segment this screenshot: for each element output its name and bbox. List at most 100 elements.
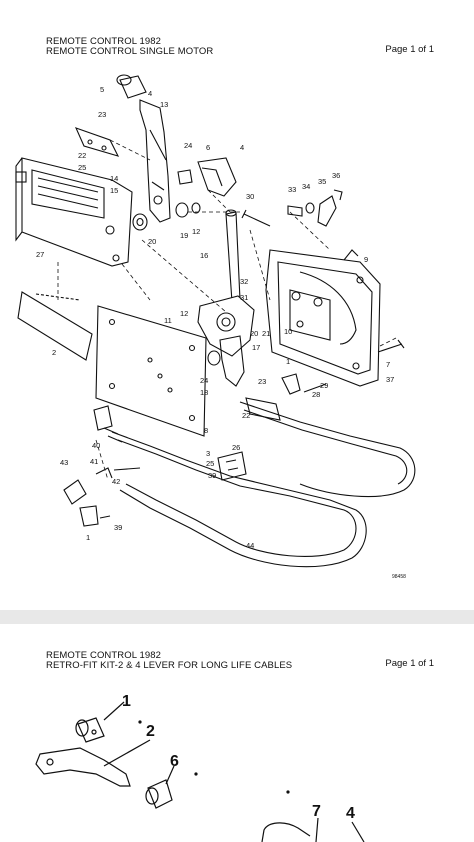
page1-page-label: Page 1 of 1 [385,44,434,55]
callout-22: 22 [78,151,86,160]
callout-23b: 23 [258,377,266,386]
callout-labels-page1: 5 4 13 23 22 25 24 6 4 14 15 19 12 20 30… [36,85,406,580]
callout-3: 3 [206,449,210,458]
part-bracket-27 [15,157,133,267]
callout-19: 19 [180,231,188,240]
page2-title-line1: REMOTE CONTROL 1982 [46,650,162,661]
callout-10: 10 [284,327,292,336]
callout-22b: 22 [242,411,250,420]
part-cap-6 [145,765,175,809]
callout-5: 5 [100,85,104,94]
part-lever-2 [35,739,151,787]
callout-34: 34 [302,182,310,191]
callout-4: 4 [346,805,355,822]
exploded-parts-diagram-retrofit [35,701,365,842]
part-bracket-23 [245,397,281,421]
callout-28: 28 [312,390,320,399]
diagram-page-2: REMOTE CONTROL 1982 RETRO-FIT KIT-2 & 4 … [0,624,474,842]
exploded-parts-diagram-single-motor [15,74,416,568]
callout-44: 44 [246,541,254,550]
callout-25: 25 [78,163,86,172]
callout-15: 15 [110,186,118,195]
part-lever-17 [219,335,245,387]
callout-1b: 1 [86,533,90,542]
callout-1: 1 [286,357,290,366]
part-clamp-39 [79,505,99,527]
part-arm-35 [317,195,337,227]
part-screw-33 [287,205,303,217]
callout-labels-page2: 1 2 6 7 4 [122,693,355,822]
callout-2: 2 [146,723,155,740]
page-separator [0,610,474,624]
callout-35: 35 [318,177,326,186]
callout-43: 43 [60,458,68,467]
assembly-guide-lines [57,139,397,481]
callout-33: 33 [288,185,296,194]
page2-page-label: Page 1 of 1 [385,658,434,669]
callout-11: 11 [164,316,172,325]
callout-2: 2 [52,348,56,357]
callout-25b: 25 [206,459,214,468]
part-42 [113,467,141,471]
callout-12: 12 [192,227,200,236]
part-gasket-8 [95,305,207,437]
part-bolt-7 [377,339,405,353]
callout-4: 4 [148,89,152,98]
part-washer-12 [191,202,201,214]
callout-36: 36 [332,171,340,180]
callout-31: 31 [240,293,248,302]
leader-4 [351,821,365,842]
part-knob-1 [75,701,125,743]
callout-41: 41 [90,457,98,466]
callout-30: 30 [246,192,254,201]
callout-40: 40 [92,441,100,450]
callout-24b: 24 [200,376,208,385]
part-washer-34 [305,202,315,214]
callout-12b: 12 [180,309,188,318]
callout-20: 20 [148,237,156,246]
part-washer-20 [132,213,148,231]
callout-29: 29 [320,381,328,390]
part-clamp-22 [74,127,120,157]
callout-14: 14 [110,174,118,183]
callout-9: 9 [364,255,368,264]
callout-23: 23 [98,110,106,119]
part-spring-41 [95,467,113,479]
callout-17: 17 [252,343,260,352]
callout-7: 7 [386,360,390,369]
page1-title-line2: REMOTE CONTROL SINGLE MOTOR [46,46,214,57]
callout-27: 27 [36,250,44,259]
part-main-lever-16 [197,209,255,357]
part-cables-44 [103,401,416,568]
callout-13: 13 [160,100,168,109]
part-clip-40 [93,405,113,431]
part-housing [265,249,381,387]
page1-title-line1: REMOTE CONTROL 1982 [46,36,162,47]
leader-7 [315,817,319,842]
callout-4b: 4 [240,143,244,152]
callout-21: 21 [262,329,270,338]
part-plate-2 [17,291,93,361]
callout-6: 6 [170,753,179,770]
callout-26: 26 [232,443,240,452]
part-lever-13 [139,99,171,223]
part-7 [261,822,311,842]
part-link-28 [303,383,327,393]
callout-18: 18 [200,388,208,397]
page2-title-line2: RETRO-FIT KIT-2 & 4 LEVER FOR LONG LIFE … [46,660,293,671]
callout-1: 1 [122,693,131,710]
callout-20b: 20 [250,329,258,338]
part-bushing-24 [177,169,193,185]
callout-8: 8 [204,426,208,435]
part-pin-30 [241,209,271,227]
part-arm-29 [281,373,301,395]
diagram-page-1: REMOTE CONTROL 1982 REMOTE CONTROL SINGL… [15,36,434,580]
callout-16: 16 [200,251,208,260]
callout-42: 42 [112,477,120,486]
callout-24: 24 [184,141,192,150]
part-bushing-24b [207,350,221,366]
part-clip-36 [333,189,343,201]
diagram-code: 98458 [392,574,406,580]
callout-32: 32 [240,277,248,286]
part-cap-6 [197,157,237,197]
